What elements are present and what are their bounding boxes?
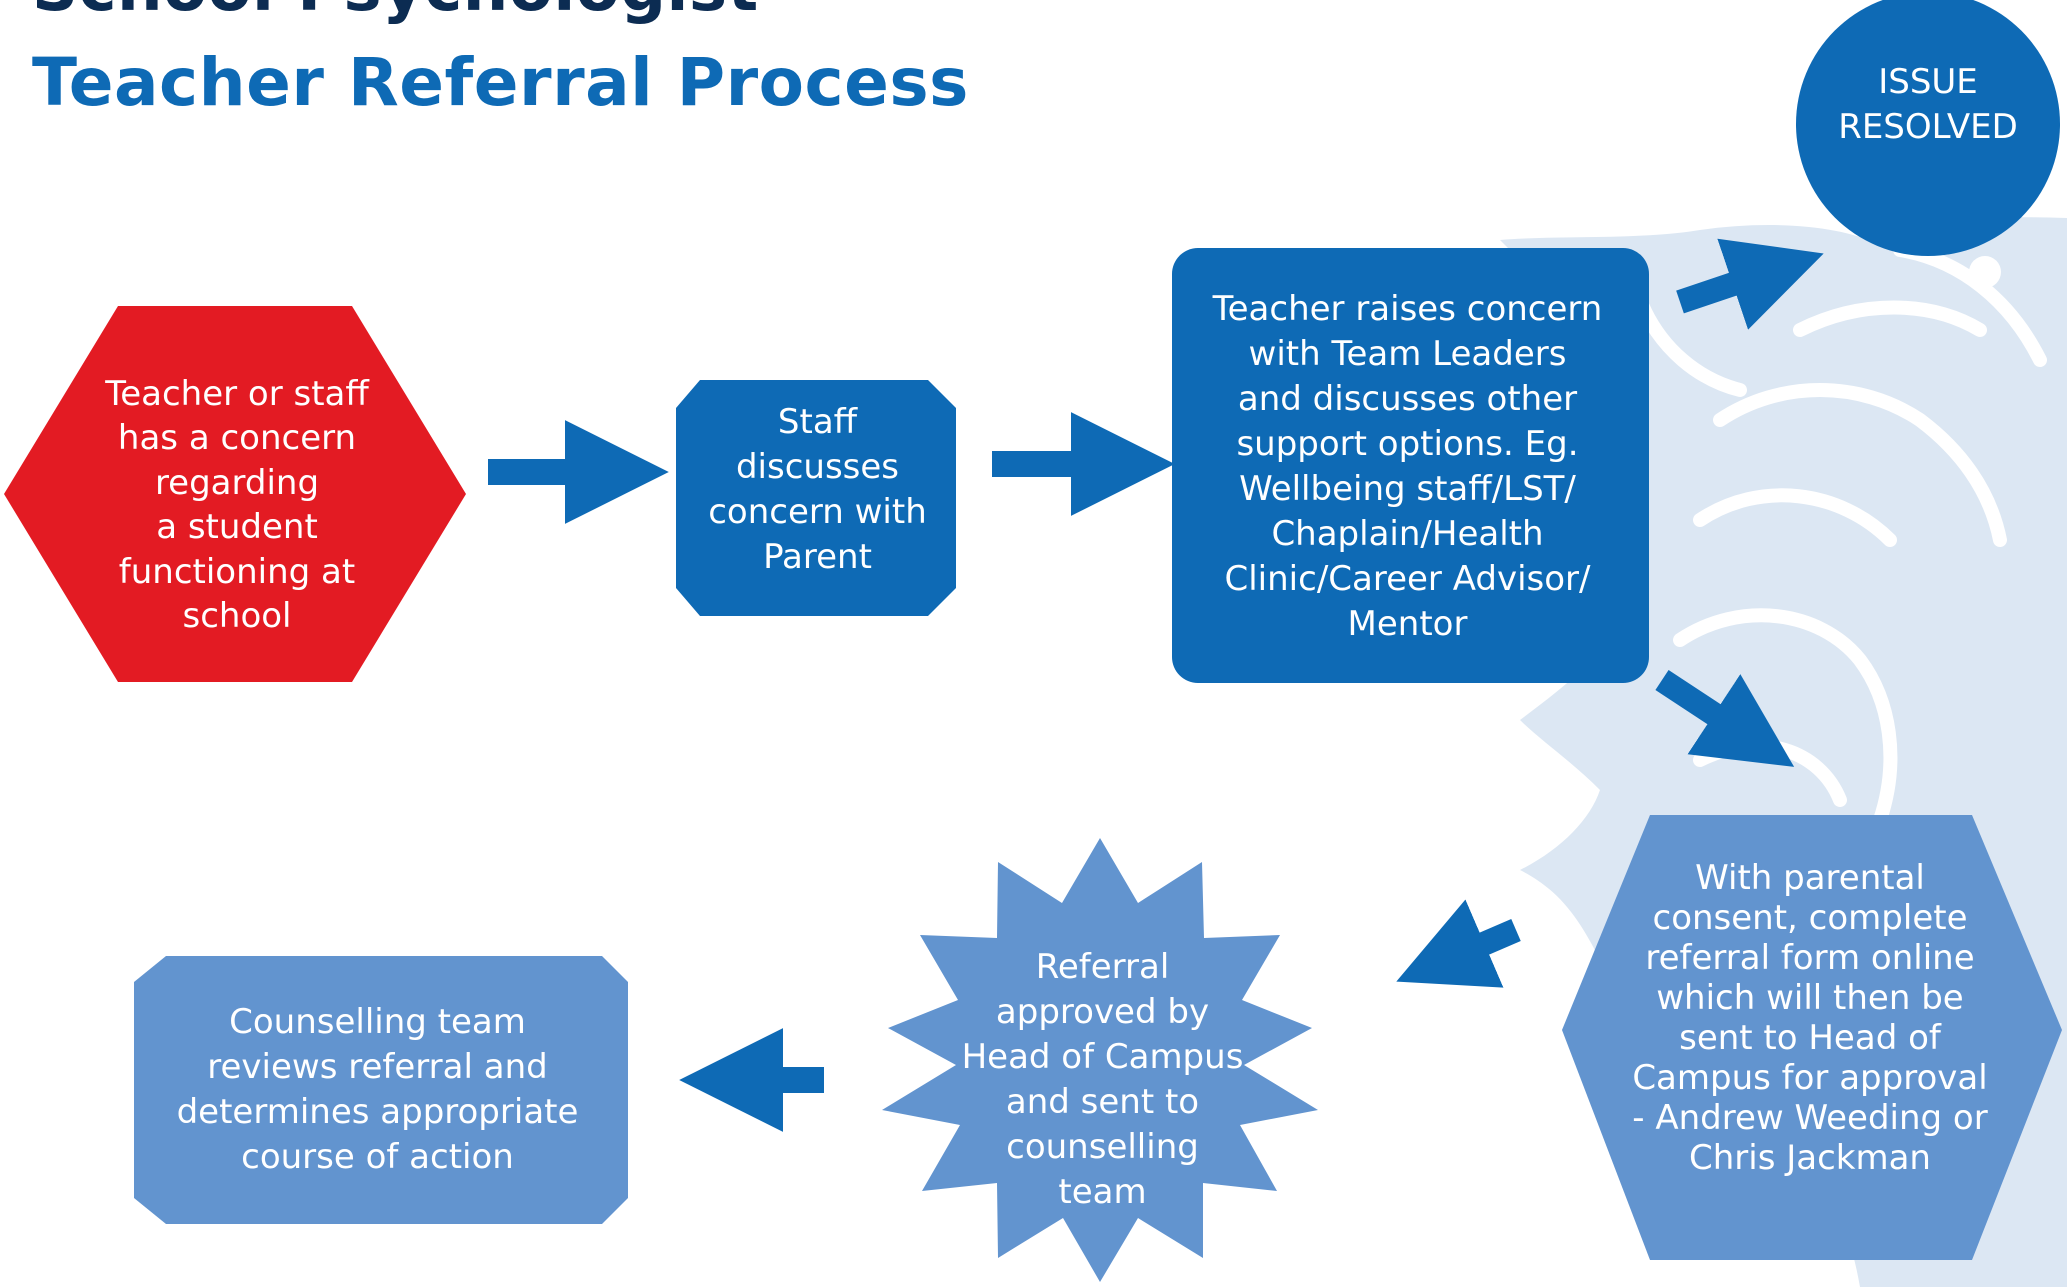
teacher-concern-label: Teacher or staff has a concern regarding… bbox=[105, 373, 369, 637]
page-title: School Psychologist bbox=[32, 0, 759, 26]
staff-discusses-octagon bbox=[676, 380, 956, 616]
arrow-raise-to-resolved-icon bbox=[1676, 238, 1824, 330]
parental-consent-label: With parental consent, complete referral… bbox=[1632, 858, 1988, 1178]
arrow-consent-to-approved-icon bbox=[1396, 899, 1521, 988]
counselling-review-label: Counselling team reviews referral and de… bbox=[176, 1002, 579, 1177]
counselling-review-octagon bbox=[134, 956, 628, 1224]
referral-approved-starburst bbox=[882, 838, 1318, 1282]
teacher-concern-hexagon bbox=[4, 306, 466, 682]
teacher-raises-label: Teacher raises concern with Team Leaders… bbox=[1212, 289, 1603, 644]
issue-resolved-circle bbox=[1796, 0, 2060, 256]
arrow-raise-to-consent-icon bbox=[1655, 669, 1795, 767]
parental-consent-hexagon bbox=[1562, 815, 2062, 1260]
page-subtitle: Teacher Referral Process bbox=[32, 44, 969, 121]
referral-approved-label: Referral approved by Head of Campus and … bbox=[961, 947, 1244, 1212]
staff-discusses-label: Staff discusses concern with Parent bbox=[708, 402, 927, 577]
teacher-raises-box bbox=[1172, 248, 1649, 683]
issue-resolved-label: ISSUE RESOLVED bbox=[1838, 62, 2018, 147]
